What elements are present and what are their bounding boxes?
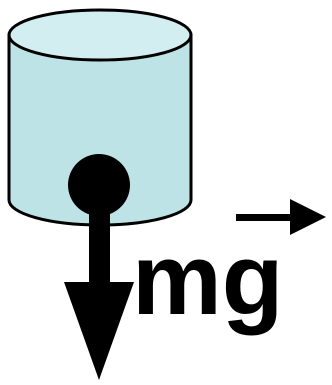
cylinder-top [7,8,193,62]
cylinder [7,8,193,227]
gravity-force-arrow [64,154,134,380]
vector-arrow-icon [236,199,326,235]
center-of-mass-dot [68,154,130,216]
arrow-head [64,282,134,380]
force-label: mg [132,199,326,336]
force-label-text: mg [132,224,284,336]
